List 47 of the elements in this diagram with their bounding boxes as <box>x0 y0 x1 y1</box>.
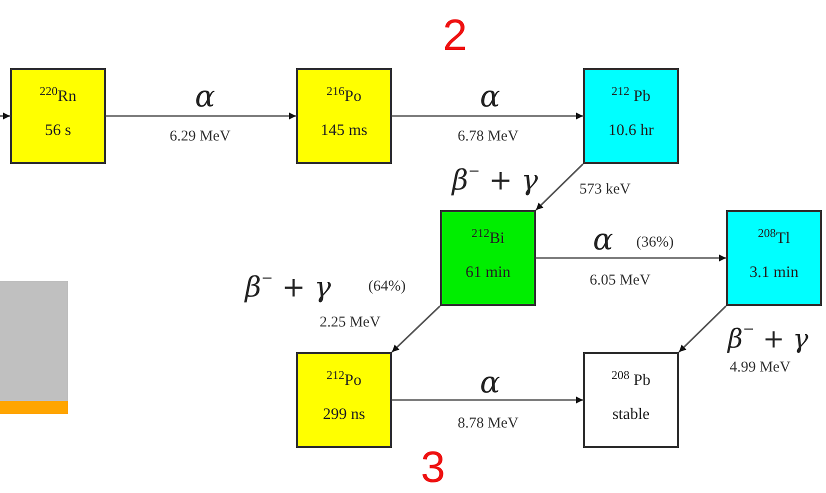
decay-label: β$^{−}$ + γ <box>728 322 808 354</box>
decay-label: β$^{−}$ + γ <box>245 270 331 304</box>
energy-label: 2.25 MeV <box>320 314 380 332</box>
energy-label: 573 keV <box>579 182 631 198</box>
energy-label: (64%) <box>368 278 406 296</box>
nuclide-box <box>440 210 536 306</box>
decay-label: α <box>194 80 216 114</box>
energy-label: 6.29 MeV <box>170 128 230 146</box>
arrow <box>106 112 296 120</box>
nuclide-box <box>583 68 679 164</box>
nuclide-name: $^{216}$Po <box>326 84 362 106</box>
energy-label: 6.78 MeV <box>458 128 518 146</box>
arrow <box>392 112 583 120</box>
panel-number: 2 <box>442 11 468 61</box>
energy-label: 6.05 MeV <box>590 272 650 290</box>
nuclide-box <box>583 352 679 448</box>
half-life: 10.6 hr <box>607 122 655 140</box>
decay-label: β$^{−}$ + γ <box>452 164 538 196</box>
half-life: 145 ms <box>320 122 368 140</box>
nuclide-name: $^{212}$Po <box>326 368 362 390</box>
decay-label: α <box>480 80 500 114</box>
energy-label: 8.78 MeV <box>458 416 518 432</box>
nuclide-name: $^{220}$Rn <box>38 84 78 106</box>
nuclide-box <box>296 352 392 448</box>
nuclide-name: $^{212}$Bi <box>470 226 506 248</box>
arrow <box>678 305 727 353</box>
half-life: 61 min <box>464 264 512 282</box>
half-life: 3.1 min <box>748 264 800 282</box>
arrow <box>535 163 584 211</box>
nuclide-name: $^{212}$ Pb <box>610 84 652 106</box>
half-life: stable <box>611 406 651 424</box>
decay-label: α <box>480 366 500 400</box>
nuclide-box <box>10 68 106 164</box>
nuclide-box <box>726 210 822 306</box>
energy-label: 4.99 MeV <box>730 360 790 376</box>
arrow <box>0 112 10 120</box>
panel-number: 3 <box>420 443 446 493</box>
arrow <box>536 254 726 262</box>
nuclide-box <box>296 68 392 164</box>
half-life: 56 s <box>44 122 72 140</box>
nuclide-name: $^{208}$Tl <box>756 226 792 248</box>
half-life: 299 ns <box>322 406 366 424</box>
decay-label: α <box>592 222 614 258</box>
arrow <box>392 396 583 404</box>
nuclide-name: $^{208}$ Pb <box>610 368 652 390</box>
arrow <box>391 305 441 353</box>
energy-label: (36%) <box>636 234 674 252</box>
